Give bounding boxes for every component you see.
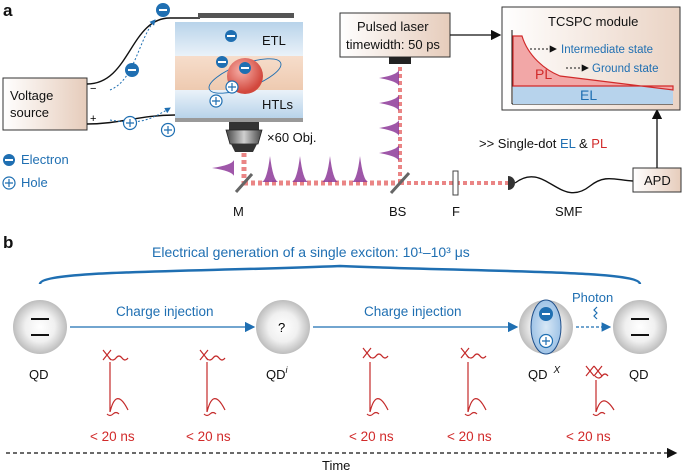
question-mark: ? bbox=[278, 320, 285, 335]
caption-pl: PL bbox=[591, 136, 607, 151]
objective-label: ×60 Obj. bbox=[267, 130, 317, 145]
hole-wire-1 bbox=[122, 115, 138, 131]
duration-label-5: < 20 ns bbox=[566, 429, 611, 444]
electron-wire-1 bbox=[156, 3, 170, 17]
duration-label-3: < 20 ns bbox=[349, 429, 394, 444]
tcspc-title: TCSPC module bbox=[548, 14, 638, 29]
panel-a-label: a bbox=[3, 1, 13, 20]
filter bbox=[452, 170, 459, 196]
quantum-dot bbox=[208, 30, 282, 108]
pulsed-laser: Pulsed laser timewidth: 50 ps bbox=[339, 12, 451, 64]
hole-flow-path bbox=[109, 107, 171, 123]
duration-label-1: < 20 ns bbox=[90, 429, 135, 444]
objective-lens: ×60 Obj. bbox=[225, 122, 317, 152]
apd-label: APD bbox=[644, 173, 671, 188]
plus-terminal: + bbox=[90, 113, 96, 125]
legend-hole: Hole bbox=[2, 175, 48, 190]
apd-detector: APD bbox=[632, 167, 682, 193]
htl-label: HTLs bbox=[262, 97, 294, 112]
pl-label: PL bbox=[535, 66, 552, 82]
voltage-source: Voltage source − + bbox=[2, 77, 96, 131]
voltage-source-line1: Voltage bbox=[10, 88, 53, 103]
decay-glyph-4 bbox=[460, 347, 487, 417]
mirror bbox=[234, 173, 254, 193]
smf-label: SMF bbox=[555, 204, 583, 219]
charge-injection-label-1: Charge injection bbox=[116, 304, 214, 319]
qd-final-label: QD bbox=[629, 367, 649, 382]
decay-glyph-2 bbox=[199, 349, 226, 417]
single-dot-caption: >> Single-dot EL & PL bbox=[479, 136, 607, 151]
tcspc-module: TCSPC module PL EL Intermediate state Gr… bbox=[501, 6, 681, 111]
el-band bbox=[513, 86, 673, 104]
caption-amp: & bbox=[575, 136, 591, 151]
qd-state-neutral: QD bbox=[13, 300, 67, 382]
qd-state-intermediate: ? QDi bbox=[256, 300, 310, 382]
minus-terminal: − bbox=[90, 83, 96, 95]
exciton-time-title: Electrical generation of a single excito… bbox=[152, 244, 470, 260]
duration-label-2: < 20 ns bbox=[186, 429, 231, 444]
fiber-coupler bbox=[508, 176, 515, 190]
decay-glyph-3 bbox=[362, 347, 389, 417]
photon-label: Photon bbox=[572, 290, 613, 305]
electron-wire-2 bbox=[125, 63, 139, 77]
decay-glyph-1 bbox=[102, 349, 129, 417]
filter-label: F bbox=[452, 204, 460, 219]
time-brace bbox=[38, 264, 642, 285]
legend-electron: Electron bbox=[3, 152, 69, 167]
time-axis-label: Time bbox=[322, 458, 350, 473]
caption-prefix: >> Single-dot bbox=[479, 136, 560, 151]
ground-state-label: Ground state bbox=[592, 63, 658, 75]
hole-wire-2 bbox=[160, 122, 176, 138]
qd-neutral-label: QD bbox=[29, 367, 49, 382]
beamsplitter-label: BS bbox=[389, 204, 407, 219]
photon-wave-icon bbox=[593, 306, 598, 320]
wire-negative bbox=[86, 17, 200, 85]
legend-electron-label: Electron bbox=[21, 152, 69, 167]
charge-injection-label-2: Charge injection bbox=[364, 304, 462, 319]
qd-state-final: QD bbox=[613, 300, 667, 382]
decay-glyph-5 bbox=[585, 365, 615, 417]
electron-flow-path bbox=[109, 19, 156, 91]
panel-b-label: b bbox=[3, 233, 13, 252]
el-label: EL bbox=[580, 87, 597, 103]
pl-decay-curve bbox=[512, 35, 674, 91]
laser-pulses-vertical bbox=[379, 70, 399, 161]
laser-pulses-horizontal bbox=[212, 156, 368, 182]
etl-label: ETL bbox=[262, 33, 286, 48]
single-mode-fiber bbox=[514, 176, 634, 194]
voltage-source-line2: source bbox=[10, 105, 49, 120]
duration-label-4: < 20 ns bbox=[447, 429, 492, 444]
beamsplitter bbox=[389, 171, 411, 195]
laser-line1: Pulsed laser bbox=[357, 19, 429, 34]
legend-hole-label: Hole bbox=[21, 175, 48, 190]
caption-el: EL bbox=[560, 136, 576, 151]
qd-intermediate-label: QDi bbox=[266, 365, 289, 382]
laser-line2: timewidth: 50 ps bbox=[346, 37, 440, 52]
mirror-label: M bbox=[233, 204, 244, 219]
intermediate-state-label: Intermediate state bbox=[561, 44, 653, 56]
